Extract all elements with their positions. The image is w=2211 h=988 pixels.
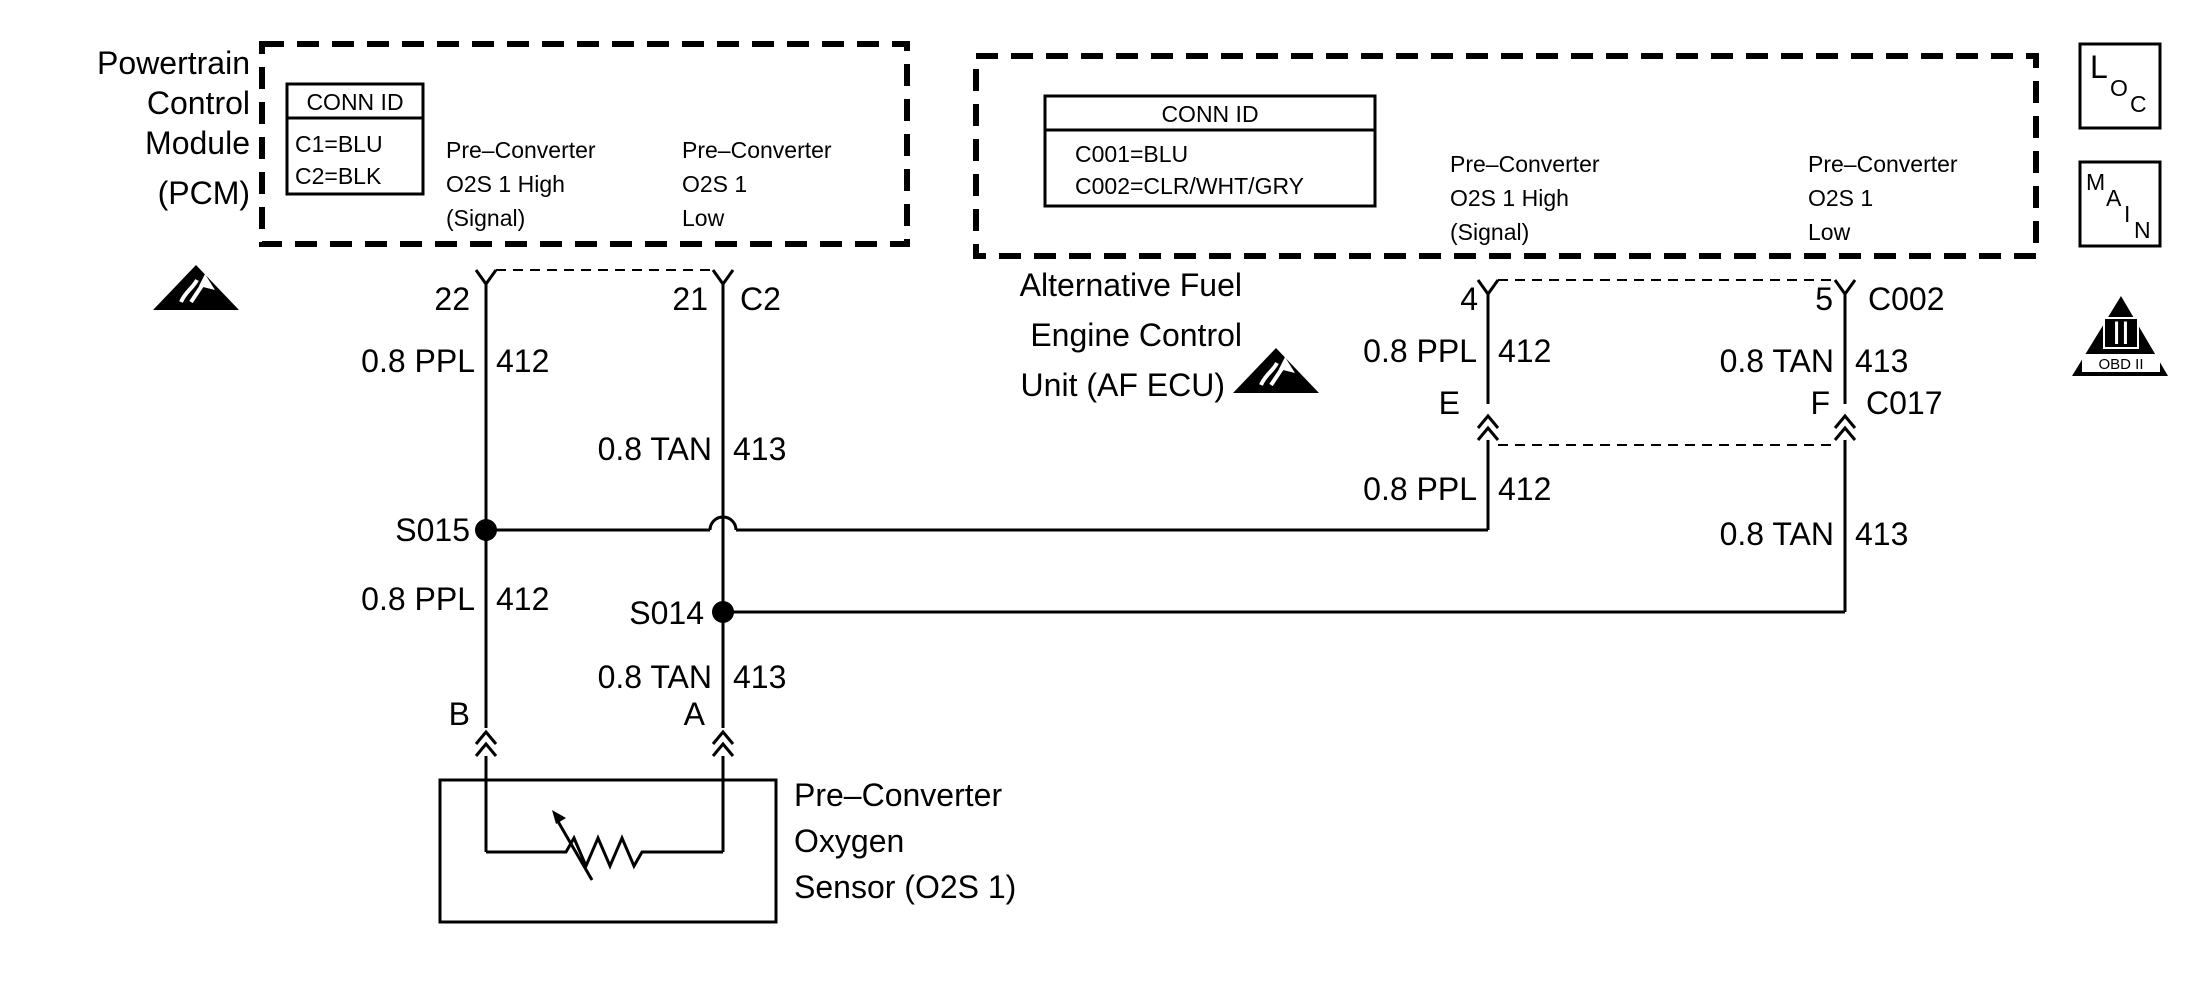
sensor-pin-a: A — [684, 696, 706, 732]
pcm-boundary — [259, 41, 910, 247]
wire-circuit-label: 413 — [1855, 516, 1908, 552]
pcm-conn-id-line-1: C1=BLU — [295, 131, 383, 157]
af-ecu-conn-id-title: CONN ID — [1161, 101, 1258, 127]
af-ecu-conn-id-line-2: C002=CLR/WHT/GRY — [1075, 173, 1304, 199]
pcm-pin-low-label-3: Low — [682, 205, 725, 231]
wire-size-label: 0.8 PPL — [361, 343, 475, 379]
svg-text:II: II — [2112, 315, 2130, 351]
pcm-pin-low-label-2: O2S 1 — [682, 171, 747, 197]
svg-text:C: C — [2130, 91, 2147, 117]
pcm-name-line-3: Module — [145, 125, 250, 161]
sensor-body — [438, 778, 778, 924]
splice-s015 — [475, 519, 497, 541]
wire-size-label: 0.8 PPL — [361, 581, 475, 617]
pcm-name-line-4: (PCM) — [158, 175, 250, 211]
wire-circuit-label: 412 — [1498, 471, 1551, 507]
variable-resistor-icon — [486, 834, 723, 870]
pcm-pin-low-label-1: Pre–Converter — [682, 137, 832, 163]
af-ecu-conn-id-line-1: C001=BLU — [1075, 141, 1188, 167]
sensor-name-line-2: Oxygen — [794, 823, 904, 859]
splice-s014 — [712, 601, 734, 623]
main-icon: M A I N — [2078, 160, 2162, 248]
af-ecu-name-line-2: Engine Control — [1030, 317, 1242, 353]
wire-size-label: 0.8 TAN — [1720, 516, 1834, 552]
sensor-name-line-1: Pre–Converter — [794, 777, 1002, 813]
inline-pin-e: E — [1439, 385, 1460, 421]
svg-text:OBD II: OBD II — [2098, 356, 2143, 373]
splice-s014-label: S014 — [629, 595, 704, 631]
pcm-name-line-1: Powertrain — [97, 45, 250, 81]
af-ecu-boundary — [973, 53, 2039, 259]
wire-size-label: 0.8 TAN — [598, 659, 712, 695]
svg-text:N: N — [2134, 217, 2151, 243]
af-ecu-module: Alternative Fuel Engine Control Unit (AF… — [973, 53, 2039, 403]
af-ecu-connector-c002: 4 5 C002 — [1460, 279, 1945, 317]
af-ecu-pin-high-label-3: (Signal) — [1450, 219, 1529, 245]
pcm-conn-id-title: CONN ID — [306, 89, 403, 115]
svg-text:O: O — [2110, 75, 2128, 101]
af-ecu-pin-high-label-1: Pre–Converter — [1450, 151, 1600, 177]
wire-labels-ppl: 0.8 PPL 412 0.8 PPL 412 0.8 PPL 412 0.8 … — [361, 333, 1551, 617]
wire-413-tan — [721, 284, 1847, 728]
inline-pin-f: F — [1810, 385, 1830, 421]
wire-412-ppl — [484, 284, 1490, 728]
wire-size-label: 0.8 PPL — [1363, 333, 1477, 369]
inline-connector-c017: E F C017 — [1439, 385, 1943, 446]
esd-warning-icon — [153, 265, 239, 310]
af-ecu-connector-c002-label: C002 — [1868, 281, 1945, 317]
svg-text:M: M — [2086, 169, 2105, 195]
af-ecu-name-line-3: Unit (AF ECU) — [1021, 367, 1225, 403]
svg-text:A: A — [2106, 185, 2122, 211]
wire-circuit-label: 412 — [496, 581, 549, 617]
wire-labels-tan: 0.8 TAN 413 0.8 TAN 413 0.8 TAN 413 0.8 … — [598, 343, 1909, 695]
sensor-pin-b: B — [449, 696, 470, 732]
af-ecu-conn-id-box: CONN ID C001=BLU C002=CLR/WHT/GRY — [1043, 94, 1377, 208]
pcm-pin-21: 21 — [672, 281, 708, 317]
pcm-name-line-2: Control — [147, 85, 250, 121]
pcm-module: Powertrain Control Module (PCM) CONN ID … — [97, 41, 910, 310]
wire-size-label: 0.8 TAN — [1720, 343, 1834, 379]
svg-text:I: I — [2124, 201, 2130, 227]
pcm-conn-id-line-2: C2=BLK — [295, 163, 382, 189]
pcm-conn-id-box: CONN ID C1=BLU C2=BLK — [285, 82, 425, 196]
pcm-pin-high-label-3: (Signal) — [446, 205, 525, 231]
wire-circuit-label: 412 — [1498, 333, 1551, 369]
wire-circuit-label: 413 — [733, 659, 786, 695]
wire-circuit-label: 413 — [733, 431, 786, 467]
pcm-connector-c2-label: C2 — [740, 281, 781, 317]
splice-s015-label: S015 — [395, 512, 470, 548]
pcm-pin-22: 22 — [434, 281, 470, 317]
sensor-name-line-3: Sensor (O2S 1) — [794, 869, 1016, 905]
af-ecu-name-line-1: Alternative Fuel — [1020, 267, 1242, 303]
pcm-pin-high-label-2: O2S 1 High — [446, 171, 565, 197]
obd-ii-icon: II OBD II — [2072, 296, 2168, 376]
wire-circuit-label: 413 — [1855, 343, 1908, 379]
loc-icon: L O C — [2078, 42, 2162, 130]
af-ecu-pin-5: 5 — [1815, 281, 1833, 317]
af-ecu-pin-low-label-1: Pre–Converter — [1808, 151, 1958, 177]
inline-connector-c017-label: C017 — [1866, 385, 1943, 421]
af-ecu-pin-4: 4 — [1460, 281, 1478, 317]
svg-text:L: L — [2090, 49, 2108, 85]
wire-circuit-label: 412 — [496, 343, 549, 379]
pcm-connector-c2: 22 21 C2 — [434, 269, 781, 317]
af-ecu-pin-low-label-2: O2S 1 — [1808, 185, 1873, 211]
esd-warning-icon — [1233, 348, 1319, 393]
wire-size-label: 0.8 TAN — [598, 431, 712, 467]
af-ecu-pin-low-label-3: Low — [1808, 219, 1851, 245]
o2-sensor: B A Pre–Converter Oxygen Sensor (O2S 1) — [438, 696, 1016, 924]
pcm-pin-high-label-1: Pre–Converter — [446, 137, 596, 163]
af-ecu-pin-high-label-2: O2S 1 High — [1450, 185, 1569, 211]
wire-size-label: 0.8 PPL — [1363, 471, 1477, 507]
